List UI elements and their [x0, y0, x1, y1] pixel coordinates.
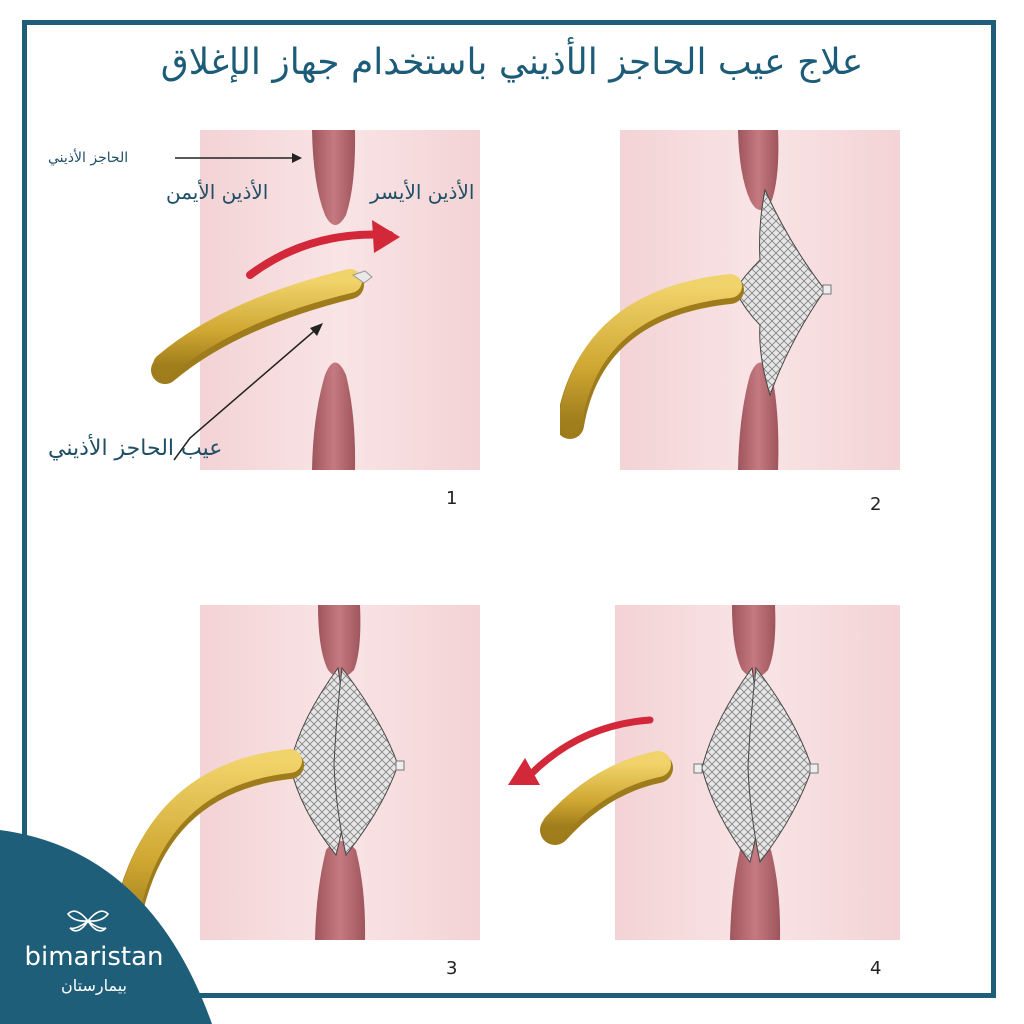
withdraw-arrow-shaft: [526, 716, 654, 779]
occluder-device: [735, 190, 825, 395]
logo-background: [0, 830, 212, 1024]
panel-number-1: 1: [446, 488, 458, 509]
panel-4-illustration: [508, 605, 900, 940]
septum-lower: [315, 841, 366, 940]
septum-lower: [312, 362, 356, 470]
panel-2-illustration: [560, 130, 900, 470]
septum-upper: [318, 605, 361, 678]
withdraw-arrow-head: [508, 758, 540, 785]
septum-upper: [312, 130, 356, 225]
septum-lower: [730, 841, 781, 940]
logo-text: bimaristan: [24, 942, 164, 972]
septum-label: الحاجز الأذيني: [48, 150, 129, 166]
right-atrium-label: الأذين الأيمن: [166, 180, 269, 204]
device-tip: [351, 270, 373, 284]
defect-pointer-arrow: [173, 323, 323, 461]
occluder-right-disc: [334, 668, 398, 855]
defect-label: عيب الحاجز الأذيني: [48, 436, 223, 461]
flow-arrow-head: [372, 220, 400, 253]
catheter: [542, 751, 671, 839]
occluder-right-disc: [748, 668, 812, 862]
panel-number-4: 4: [870, 958, 882, 979]
logo-text-arabic: بيمارستان: [61, 976, 127, 995]
catheter: [113, 749, 302, 938]
catheter: [560, 274, 742, 433]
septum-pointer-arrow: [175, 153, 302, 163]
septum-upper: [738, 130, 779, 210]
occluder-left-disc: [290, 668, 350, 855]
septum-upper: [732, 605, 776, 678]
panel-1-illustration: [151, 130, 480, 470]
flow-arrow-shaft: [246, 230, 394, 279]
butterfly-logo-icon: [66, 910, 110, 932]
panel-3-illustration: [111, 605, 480, 944]
left-atrium-label: الأذين الأيسر: [370, 180, 475, 204]
panel-number-2: 2: [870, 494, 882, 515]
occluder-left-disc: [702, 668, 764, 862]
page-title: علاج عيب الحاجز الأذيني باستخدام جهاز ال…: [160, 42, 864, 83]
panel-number-3: 3: [446, 958, 458, 979]
catheter: [153, 269, 362, 377]
device-tip: [822, 284, 832, 295]
